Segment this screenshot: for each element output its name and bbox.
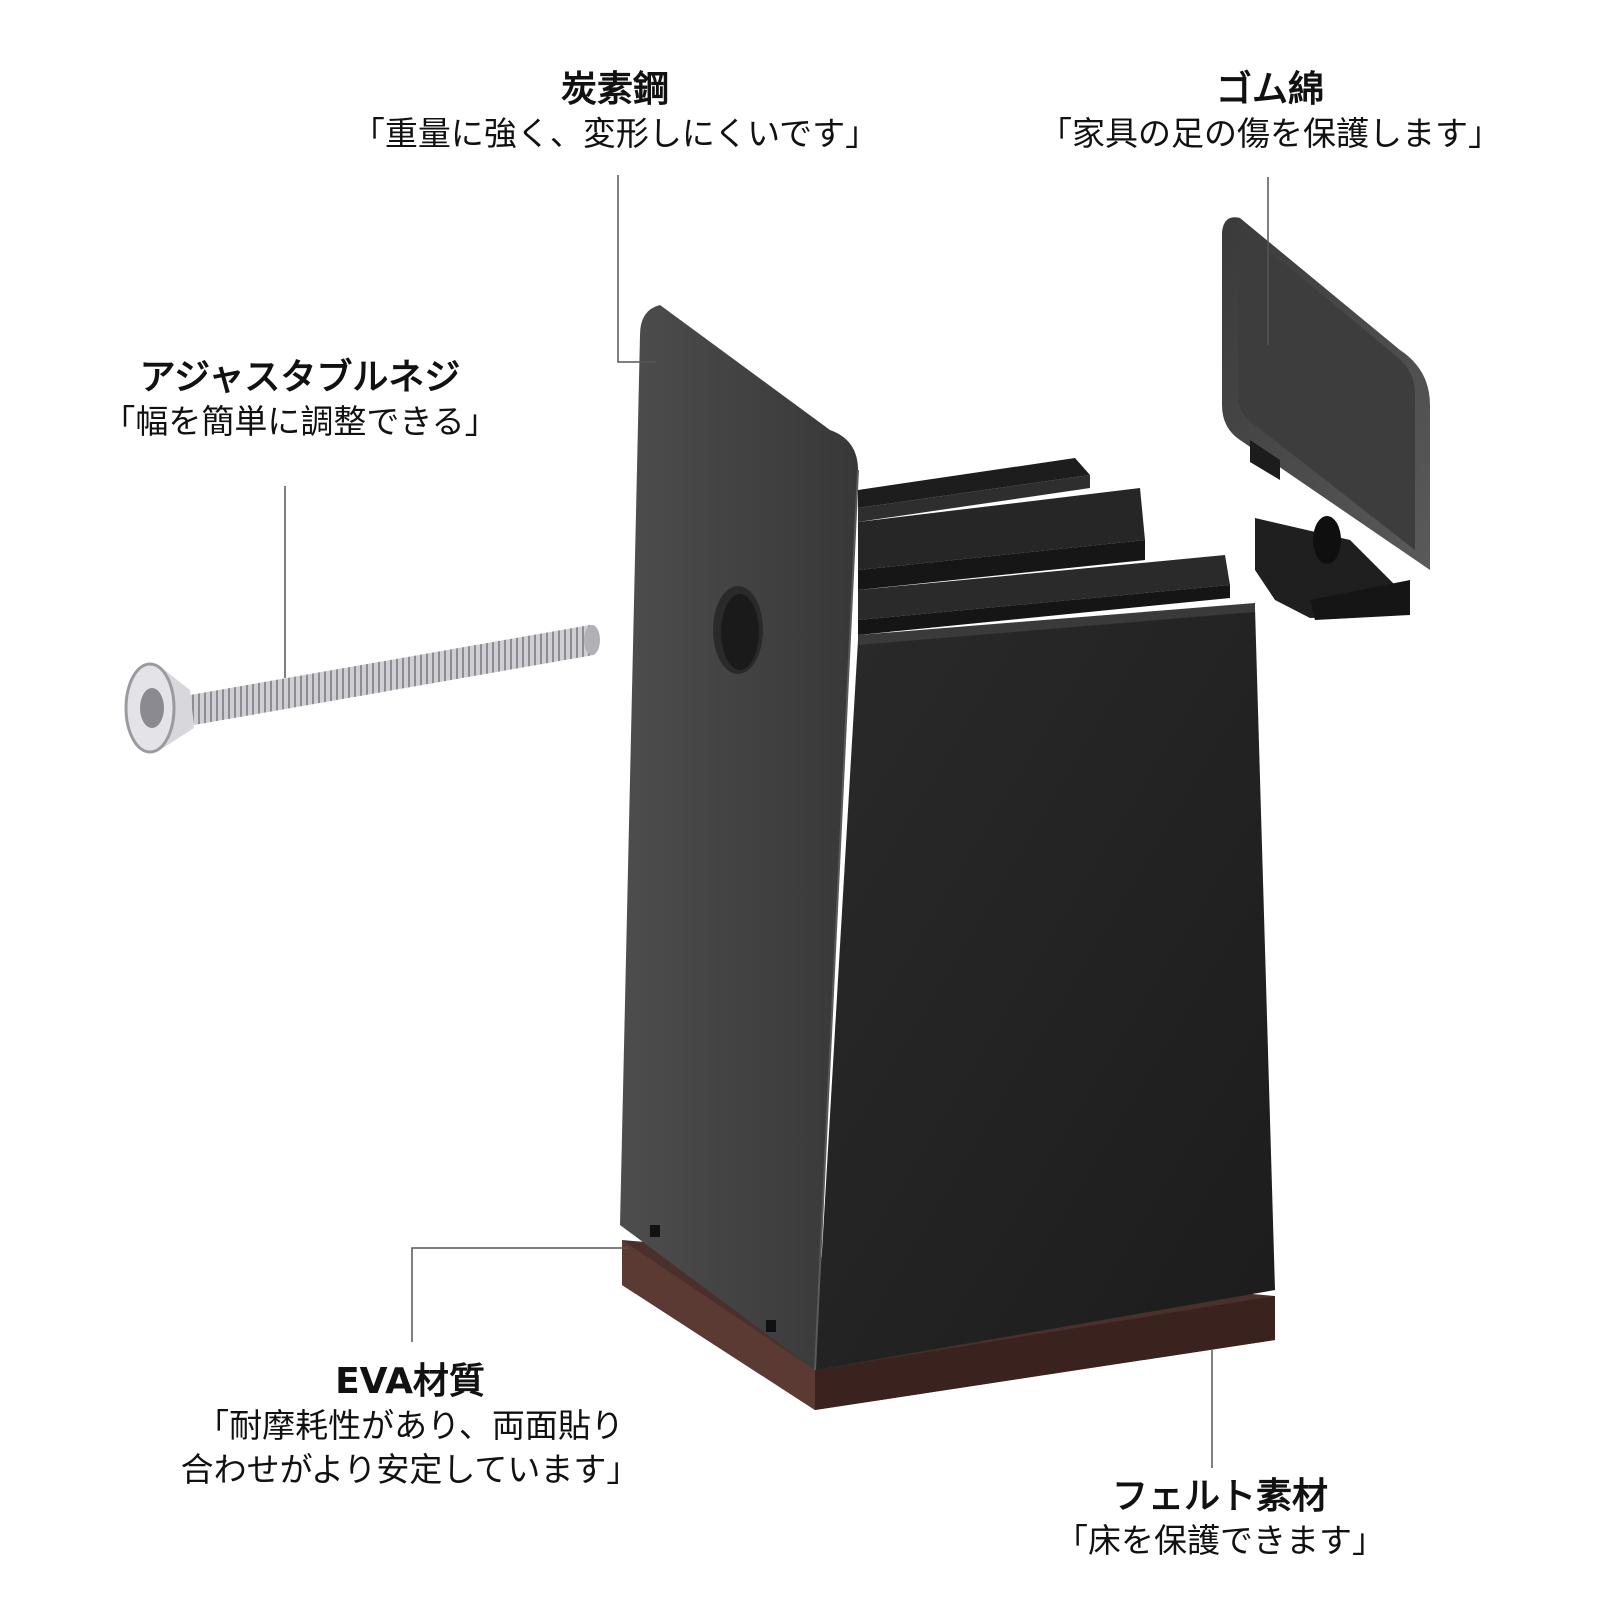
adjustable-screw (124, 625, 600, 754)
screw-title: アジャスタブルネジ (139, 357, 461, 398)
callout-screw: アジャスタブルネジ 「幅を簡単に調整できる」 (40, 356, 560, 444)
eva-desc-line2: 合わせがより安定しています」 (180, 1450, 640, 1489)
rubber-title: ゴム綿 (1215, 69, 1324, 110)
carbon-steel-title: 炭素鋼 (560, 69, 669, 110)
rubber-desc: 「家具の足の傷を保護します」 (1039, 114, 1501, 153)
callout-eva: EVA材質 「耐摩耗性があり、両面貼り 合わせがより安定しています」 (130, 1360, 690, 1492)
screw-desc: 「幅を簡単に調整できる」 (102, 402, 498, 441)
rubber-pad (1222, 217, 1430, 620)
felt-desc: 「床を保護できます」 (1055, 1521, 1385, 1560)
callout-carbon-steel: 炭素鋼 「重量に強く、変形しにくいです」 (290, 68, 940, 156)
felt-title: フェルト素材 (1111, 1476, 1328, 1517)
callout-felt: フェルト素材 「床を保護できます」 (1010, 1475, 1430, 1563)
callout-rubber: ゴム綿 「家具の足の傷を保護します」 (990, 68, 1550, 156)
eva-desc-line1: 「耐摩耗性があり、両面貼り (196, 1406, 624, 1445)
carbon-steel-desc: 「重量に強く、変形しにくいです」 (351, 114, 879, 153)
leader-lines (284, 175, 1269, 1468)
eva-title: EVA材質 (335, 1361, 485, 1402)
riser-body (620, 305, 1275, 1371)
